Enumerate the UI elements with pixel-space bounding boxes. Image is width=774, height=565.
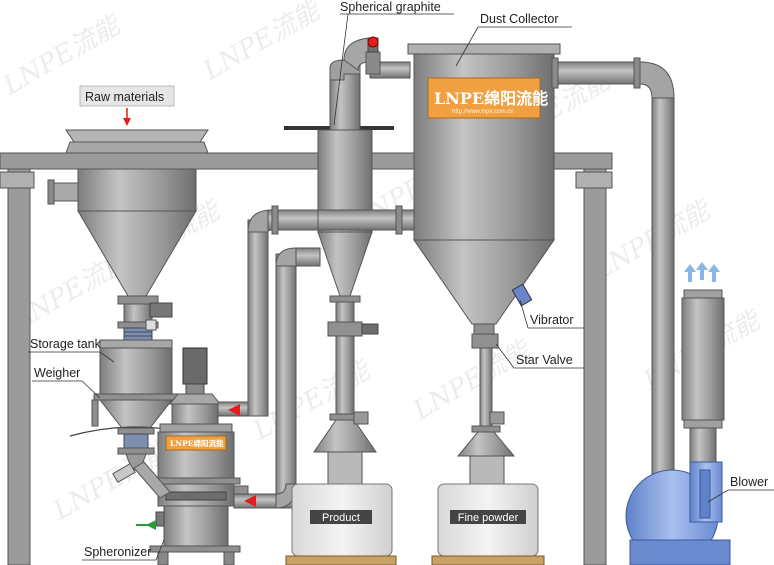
flow-arrow-icon	[244, 495, 256, 507]
frame-column	[7, 168, 31, 565]
product-label-plate	[310, 510, 372, 524]
spheronizer-motor	[182, 347, 208, 385]
air-arrow-icon	[696, 262, 708, 270]
dust-collector: LNPE绵阳流能 http://www.lnpe.com.cn	[407, 43, 677, 533]
storage-tank-label: Storage tank	[30, 337, 102, 351]
dust-collector-logo-url: http://www.lnpe.com.cn	[452, 109, 514, 115]
air-exhaust-arrows	[684, 262, 720, 282]
silencer	[681, 297, 725, 421]
fine-powder-label: Fine powder	[458, 512, 519, 524]
storage-tank	[69, 339, 201, 484]
spheronizer-label: Spheronizer	[84, 545, 151, 559]
frame-bracket	[575, 171, 613, 189]
raw-materials-label: Raw materials	[85, 90, 164, 104]
product-bag: Product	[285, 451, 397, 565]
pallet	[431, 555, 545, 565]
cyclone-star-valve	[327, 321, 363, 337]
blower-unit	[625, 262, 731, 565]
air-arrow-icon	[708, 264, 720, 272]
dust-collector-logo-text: LNPE绵阳流能	[434, 89, 548, 108]
flexible-bellows	[123, 433, 149, 449]
dust-collector-label: Dust Collector	[480, 12, 559, 26]
feed-chute	[133, 461, 171, 499]
frame-column	[583, 168, 607, 565]
pallet	[285, 555, 397, 565]
dust-collector-logo-plate	[427, 77, 541, 119]
product-label: Product	[322, 512, 360, 524]
steel-frame	[0, 152, 613, 565]
raw-material-hopper	[47, 129, 209, 341]
pipework	[217, 205, 321, 509]
weigher-label: Weigher	[34, 366, 80, 380]
cyclone-separator	[284, 36, 419, 453]
spheronizer-logo-plate	[165, 435, 227, 451]
flexible-bellows	[123, 327, 153, 341]
blower-label: Blower	[730, 475, 768, 489]
fine-powder-label-plate	[450, 510, 526, 524]
feeder-motor	[149, 302, 173, 318]
spherical-graphite-label: Spherical graphite	[340, 0, 441, 14]
frame-bracket	[0, 171, 35, 189]
air-arrow-icon	[684, 264, 696, 272]
spheronizer-logo-text: LNPE绵阳流能	[170, 438, 224, 448]
watermark: LNPE流能	[198, 0, 328, 87]
spheronizer: LNPE绵阳流能	[133, 347, 249, 565]
feed-arrow-icon	[146, 520, 156, 530]
vibrator-unit	[511, 283, 533, 307]
valve-actuator-icon	[367, 36, 379, 48]
callout-labels: Raw materials Spherical graphite Dust Co…	[28, 0, 774, 561]
fine-powder-bag: Fine powder	[431, 455, 545, 565]
star-valve-label: Star Valve	[516, 353, 573, 367]
vibrator-label: Vibrator	[530, 313, 574, 327]
star-valve	[471, 333, 499, 349]
down-arrow-icon	[123, 118, 131, 126]
flow-arrow-icon	[228, 404, 240, 416]
